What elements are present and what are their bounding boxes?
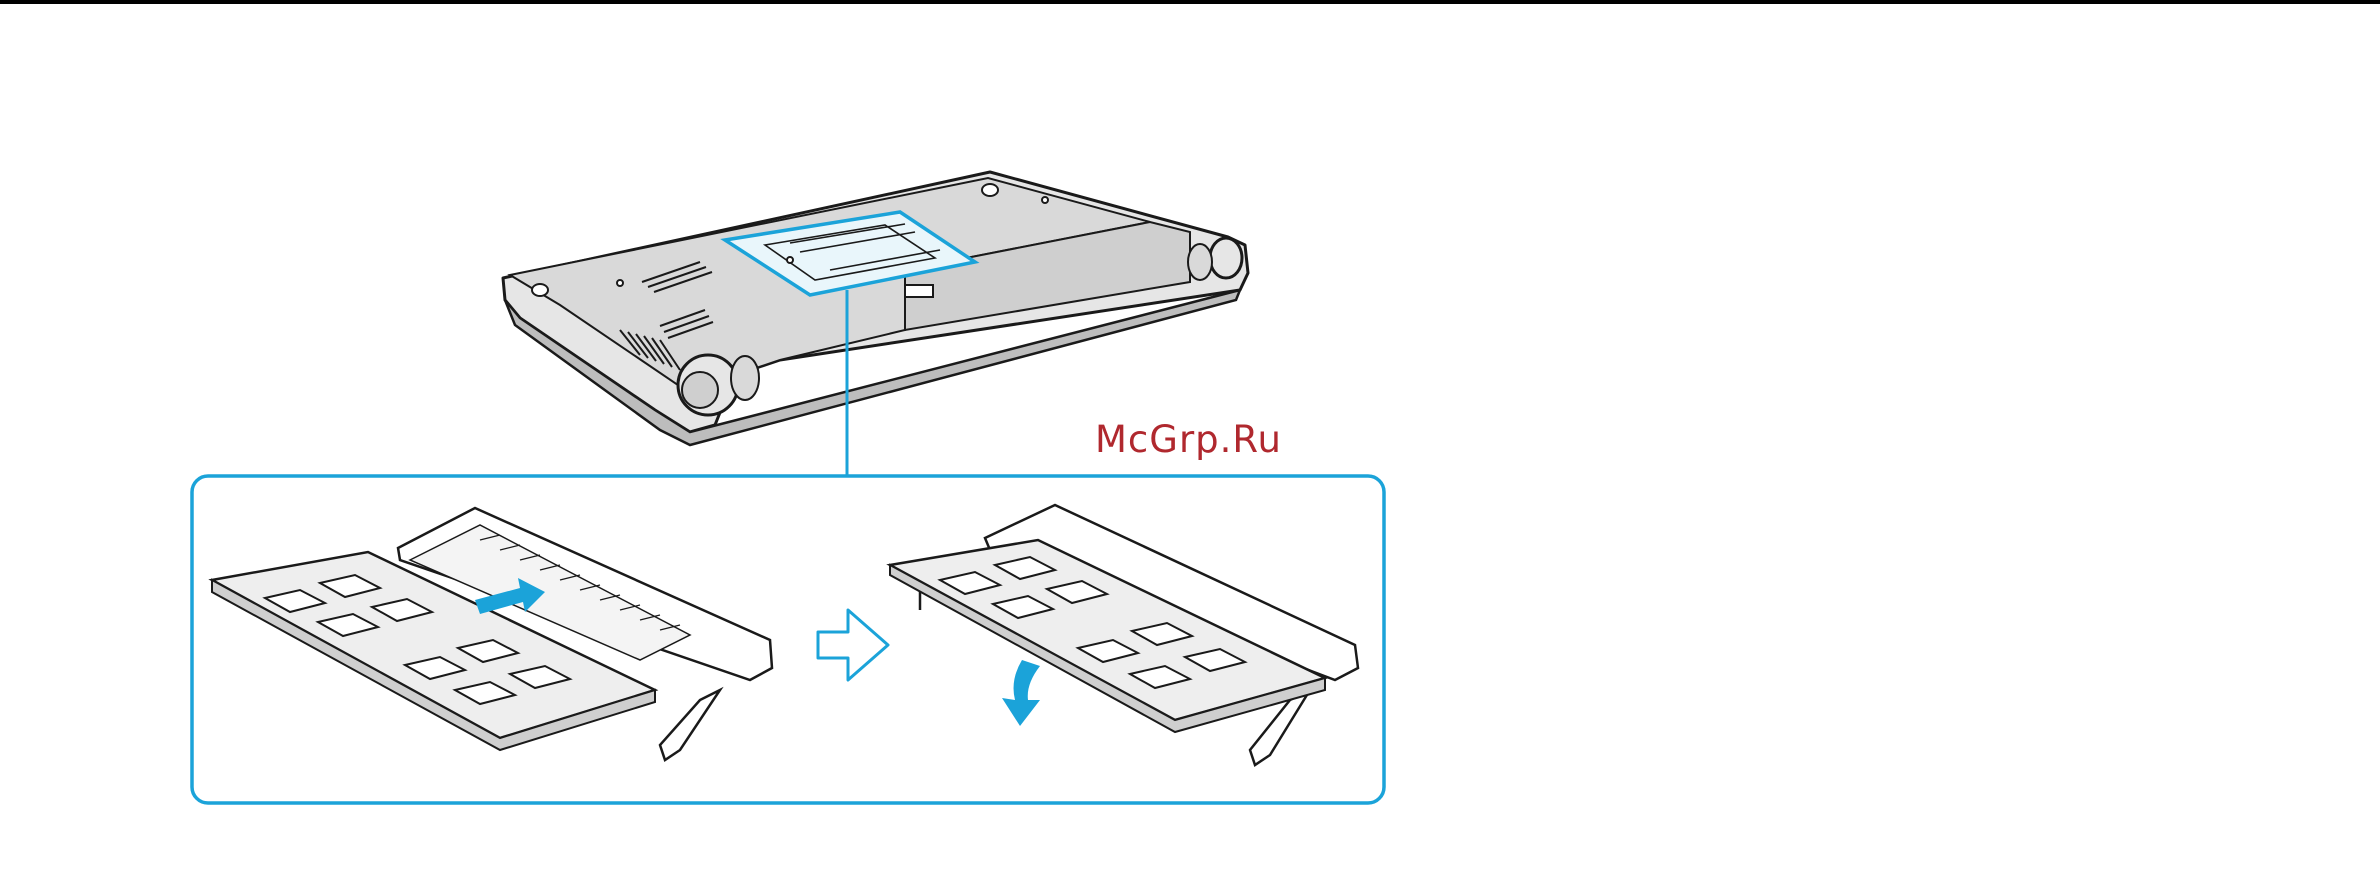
- step2-press-module: [890, 505, 1358, 765]
- rotate-arrow-icon: [1002, 660, 1040, 726]
- slot-latch-1: [660, 690, 720, 760]
- hinge-left: [678, 355, 759, 415]
- hinge-right: [1188, 238, 1242, 280]
- step1-insert-module: [212, 508, 772, 760]
- step-arrow-icon: [818, 610, 888, 680]
- watermark: McGrp.Ru: [1095, 418, 1282, 461]
- bay-connector: [905, 285, 933, 297]
- laptop-underside: [503, 172, 1248, 445]
